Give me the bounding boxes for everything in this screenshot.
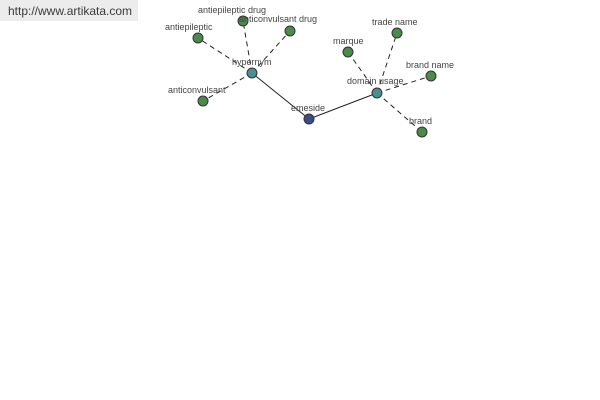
node-hypernym[interactable] xyxy=(246,67,258,79)
edge-emeside-hypernym xyxy=(251,72,310,120)
edge-domain-usage-trade-name xyxy=(376,32,398,94)
node-label-antiepileptic: antiepileptic xyxy=(165,22,213,32)
node-label-brand: brand xyxy=(409,116,432,126)
node-label-hypernym: hypernym xyxy=(232,57,272,67)
node-marque[interactable] xyxy=(342,46,354,58)
node-domain-usage[interactable] xyxy=(371,87,383,99)
node-label-anticonvulsant: anticonvulsant xyxy=(168,85,226,95)
site-url-link[interactable]: http://www.artikata.com xyxy=(8,4,133,18)
edge-emeside-domain-usage xyxy=(308,92,378,120)
node-label-antiepileptic-drug: antiepileptic drug xyxy=(198,5,266,15)
node-label-emeside: emeside xyxy=(291,103,325,113)
node-anticonvulsant-drug[interactable] xyxy=(284,25,296,37)
labels-layer: emeside hypernym domain usage antiepileptic… xyxy=(165,5,454,126)
edge-hypernym-anticonvulsant xyxy=(202,72,253,102)
node-label-domain-usage: domain usage xyxy=(347,76,404,86)
node-antiepileptic-drug[interactable] xyxy=(237,15,249,27)
edge-domain-usage-brand-name xyxy=(376,75,432,94)
node-label-brand-name: brand name xyxy=(406,60,454,70)
node-anticonvulsant[interactable] xyxy=(197,95,209,107)
node-brand-name[interactable] xyxy=(425,70,437,82)
edge-domain-usage-brand xyxy=(376,92,423,133)
edge-domain-usage-marque xyxy=(347,51,378,94)
edge-hypernym-antiepileptic xyxy=(197,37,253,74)
node-antiepileptic[interactable] xyxy=(192,32,204,44)
node-label-anticonvulsant-drug: anticonvulsant drug xyxy=(239,14,317,24)
site-header: http://www.artikata.com xyxy=(0,0,138,21)
node-emeside[interactable] xyxy=(303,113,315,125)
node-brand[interactable] xyxy=(416,126,428,138)
node-label-trade-name: trade name xyxy=(372,17,418,27)
nodes-layer xyxy=(192,15,437,138)
edge-hypernym-anticonvulsant-drug xyxy=(251,30,291,74)
node-trade-name[interactable] xyxy=(391,27,403,39)
edges-layer xyxy=(197,20,432,133)
node-label-marque: marque xyxy=(333,36,364,46)
